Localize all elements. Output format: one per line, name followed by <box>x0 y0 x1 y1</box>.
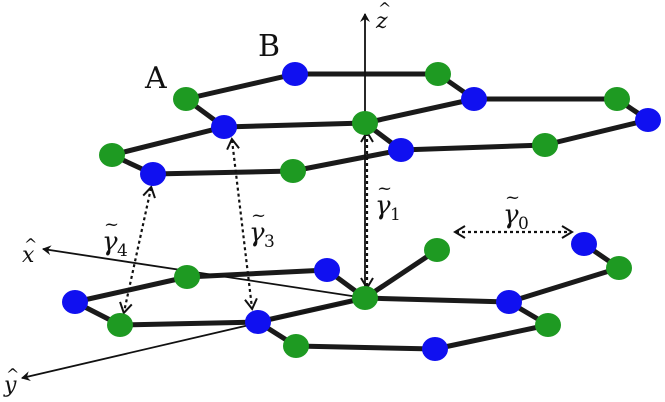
atom-a <box>424 238 450 262</box>
gamma3-label: ~ γ 3 <box>249 205 275 252</box>
atom-a <box>604 87 630 111</box>
gamma4-label: ~ γ 4 <box>102 214 128 261</box>
bond <box>183 71 298 102</box>
atom-b <box>635 108 661 132</box>
atom-a <box>173 87 199 111</box>
x-hat: ^ <box>24 235 37 254</box>
bond <box>542 117 651 148</box>
y-letter: y <box>3 373 17 398</box>
bond <box>117 319 261 328</box>
atom-a <box>352 111 378 135</box>
x-letter: x <box>22 243 35 268</box>
bond <box>362 247 440 301</box>
gamma4-arrow <box>119 185 156 315</box>
atom-b <box>314 258 340 282</box>
gamma1-symbol: γ <box>375 191 391 221</box>
x-axis <box>42 245 366 299</box>
label-b: B <box>258 29 280 64</box>
atom-b <box>571 232 597 256</box>
atom-b <box>62 290 88 314</box>
z-hat: ^ <box>378 0 391 18</box>
gamma3-tilde: ~ <box>251 205 266 226</box>
atom-b <box>245 310 271 334</box>
gamma0-tilde: ~ <box>505 187 520 208</box>
atom-a <box>283 334 309 358</box>
bond <box>72 274 190 305</box>
atom-a <box>107 313 133 337</box>
z-axis-label: ^ z <box>375 0 391 34</box>
hopping-arrows <box>119 130 574 315</box>
atom-a <box>280 159 306 183</box>
label-a: A <box>144 61 167 96</box>
atom-b <box>140 162 166 186</box>
gamma3-sub: 3 <box>264 232 275 252</box>
bond <box>109 124 227 158</box>
atom-b <box>496 290 522 314</box>
gamma0-label: ~ γ 0 <box>503 187 529 234</box>
atom-a <box>606 256 632 280</box>
gamma3-symbol: γ <box>249 218 265 248</box>
atom-b <box>211 115 237 139</box>
labels: A B ^ z ^ x ^ y ~ γ 1 ~ γ 3 ~ γ 4 <box>3 0 529 398</box>
bond <box>150 168 296 177</box>
gamma4-symbol: γ <box>102 227 118 257</box>
bond <box>398 142 548 153</box>
bottom-layer-atoms <box>62 232 632 361</box>
bond <box>432 322 551 352</box>
top-layer-atoms <box>99 62 661 186</box>
bond <box>221 120 368 130</box>
y-axis-label: ^ y <box>3 365 19 398</box>
gamma1-tilde: ~ <box>377 178 392 199</box>
gamma4-tilde: ~ <box>104 214 119 235</box>
bottom-layer-bonds <box>72 241 622 352</box>
bond <box>293 343 438 352</box>
atom-b <box>461 87 487 111</box>
y-hat: ^ <box>6 365 19 384</box>
z-letter: z <box>375 9 388 34</box>
atom-a <box>352 286 378 310</box>
bond <box>362 96 477 126</box>
x-axis-label: ^ x <box>22 235 37 268</box>
bond <box>362 295 512 305</box>
gamma0-sub: 0 <box>518 214 529 234</box>
atom-a <box>425 62 451 86</box>
atom-a <box>535 313 561 337</box>
gamma4-sub: 4 <box>117 241 128 261</box>
atom-b <box>282 62 308 86</box>
y-axis <box>21 297 366 382</box>
bond <box>290 147 404 174</box>
atom-b <box>388 138 414 162</box>
atom-a <box>532 133 558 157</box>
gamma1-label: ~ γ 1 <box>375 178 401 225</box>
gamma3-arrow <box>226 137 258 311</box>
gamma1-sub: 1 <box>390 205 401 225</box>
atom-b <box>422 337 448 361</box>
gamma0-symbol: γ <box>503 200 519 230</box>
atom-a <box>174 265 200 289</box>
bond <box>506 265 622 305</box>
atom-a <box>99 143 125 167</box>
